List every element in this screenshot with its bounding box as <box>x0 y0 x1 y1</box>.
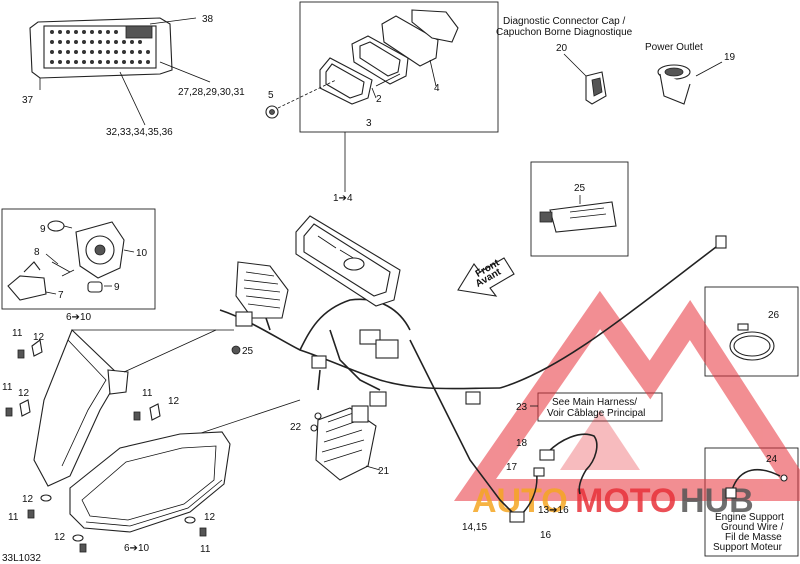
callout-21: 21 <box>378 466 390 477</box>
ground-wire <box>725 469 788 499</box>
engine-label-2: Ground Wire / <box>721 522 783 533</box>
front-arrow <box>457 257 515 297</box>
relay-connector <box>231 345 241 355</box>
hose-clamp <box>729 323 775 361</box>
ecm-module <box>29 17 211 126</box>
sensor-wires <box>509 433 598 523</box>
callout-9b: 9 <box>114 282 120 293</box>
callout-5: 5 <box>268 90 274 101</box>
callout-6-10b: 6➔10 <box>124 543 150 554</box>
fasteners-left <box>5 339 207 553</box>
headlight-box <box>1 208 156 310</box>
callout-12a: 12 <box>33 332 45 343</box>
callout-1-4: 1➔4 <box>333 193 353 204</box>
adhesive-tube <box>539 201 617 233</box>
callout-32-36: 32,33,34,35,36 <box>106 127 173 138</box>
callout-24: 24 <box>766 454 778 465</box>
callout-12c: 12 <box>168 396 180 407</box>
watermark-hub: HUB <box>680 482 754 520</box>
callout-12d: 12 <box>22 494 34 505</box>
power-outlet-label: Power Outlet <box>645 42 703 53</box>
callout-2: 2 <box>376 94 382 105</box>
callout-38: 38 <box>202 14 214 25</box>
side-headlight <box>33 329 234 487</box>
adhesive-box <box>530 161 629 257</box>
drawing-code: 33L1032 <box>2 553 41 564</box>
diagnostic-connector-cap <box>585 71 607 105</box>
callout-7: 7 <box>58 290 64 301</box>
front-headlight <box>69 431 231 533</box>
gauge-box <box>299 1 499 133</box>
callout-12e: 12 <box>54 532 66 543</box>
callout-11d: 11 <box>8 512 19 523</box>
callout-17: 17 <box>506 462 518 473</box>
watermark-logo <box>453 290 800 501</box>
see-main-harness-en: See Main Harness/ <box>552 397 637 408</box>
callout-23: 23 <box>516 402 528 413</box>
callout-19: 19 <box>724 52 736 63</box>
callout-20: 20 <box>556 43 568 54</box>
callout-18: 18 <box>516 438 528 449</box>
callout-11a: 11 <box>12 328 23 339</box>
diag-cap-label-fr: Capuchon Borne Diagnostique <box>496 27 633 38</box>
callout-25-box: 25 <box>574 183 586 194</box>
ground-wire-box <box>704 447 799 557</box>
callout-16: 16 <box>540 530 552 541</box>
callout-12f: 12 <box>204 512 216 523</box>
watermark-moto: MOTO <box>575 482 676 520</box>
engine-label-1: Engine Support <box>715 512 784 523</box>
callout-22: 22 <box>290 422 302 433</box>
engine-label-4: Support Moteur <box>713 542 783 553</box>
callout-25: 25 <box>242 346 254 357</box>
callout-37: 37 <box>22 95 34 106</box>
headlight-bulb-parts <box>7 220 135 301</box>
callout-10: 10 <box>136 248 148 259</box>
callout-11c: 11 <box>142 388 153 399</box>
callout-4: 4 <box>434 83 440 94</box>
callout-11b: 11 <box>2 382 13 393</box>
callout-8: 8 <box>34 247 40 258</box>
callout-14-15: 14,15 <box>462 522 487 533</box>
callout-13-16: 13➔16 <box>538 505 569 516</box>
power-outlet <box>657 64 691 105</box>
diag-cap-label-en: Diagnostic Connector Cap / <box>503 16 626 27</box>
callout-6-10a: 6➔10 <box>66 312 92 323</box>
voltage-regulator <box>310 405 381 481</box>
see-main-harness-fr: Voir Câblage Principal <box>547 408 645 419</box>
callout-12b: 12 <box>18 388 30 399</box>
gauge-assembly <box>295 215 401 307</box>
gauge-parts <box>265 9 459 192</box>
engine-label-3: Fil de Masse <box>725 532 782 543</box>
callout-3: 3 <box>366 118 372 129</box>
callout-26: 26 <box>768 310 780 321</box>
callout-27-31: 27,28,29,30,31 <box>178 87 245 98</box>
callout-11e: 11 <box>200 544 211 555</box>
main-harness <box>123 235 727 521</box>
callout-9a: 9 <box>40 224 46 235</box>
